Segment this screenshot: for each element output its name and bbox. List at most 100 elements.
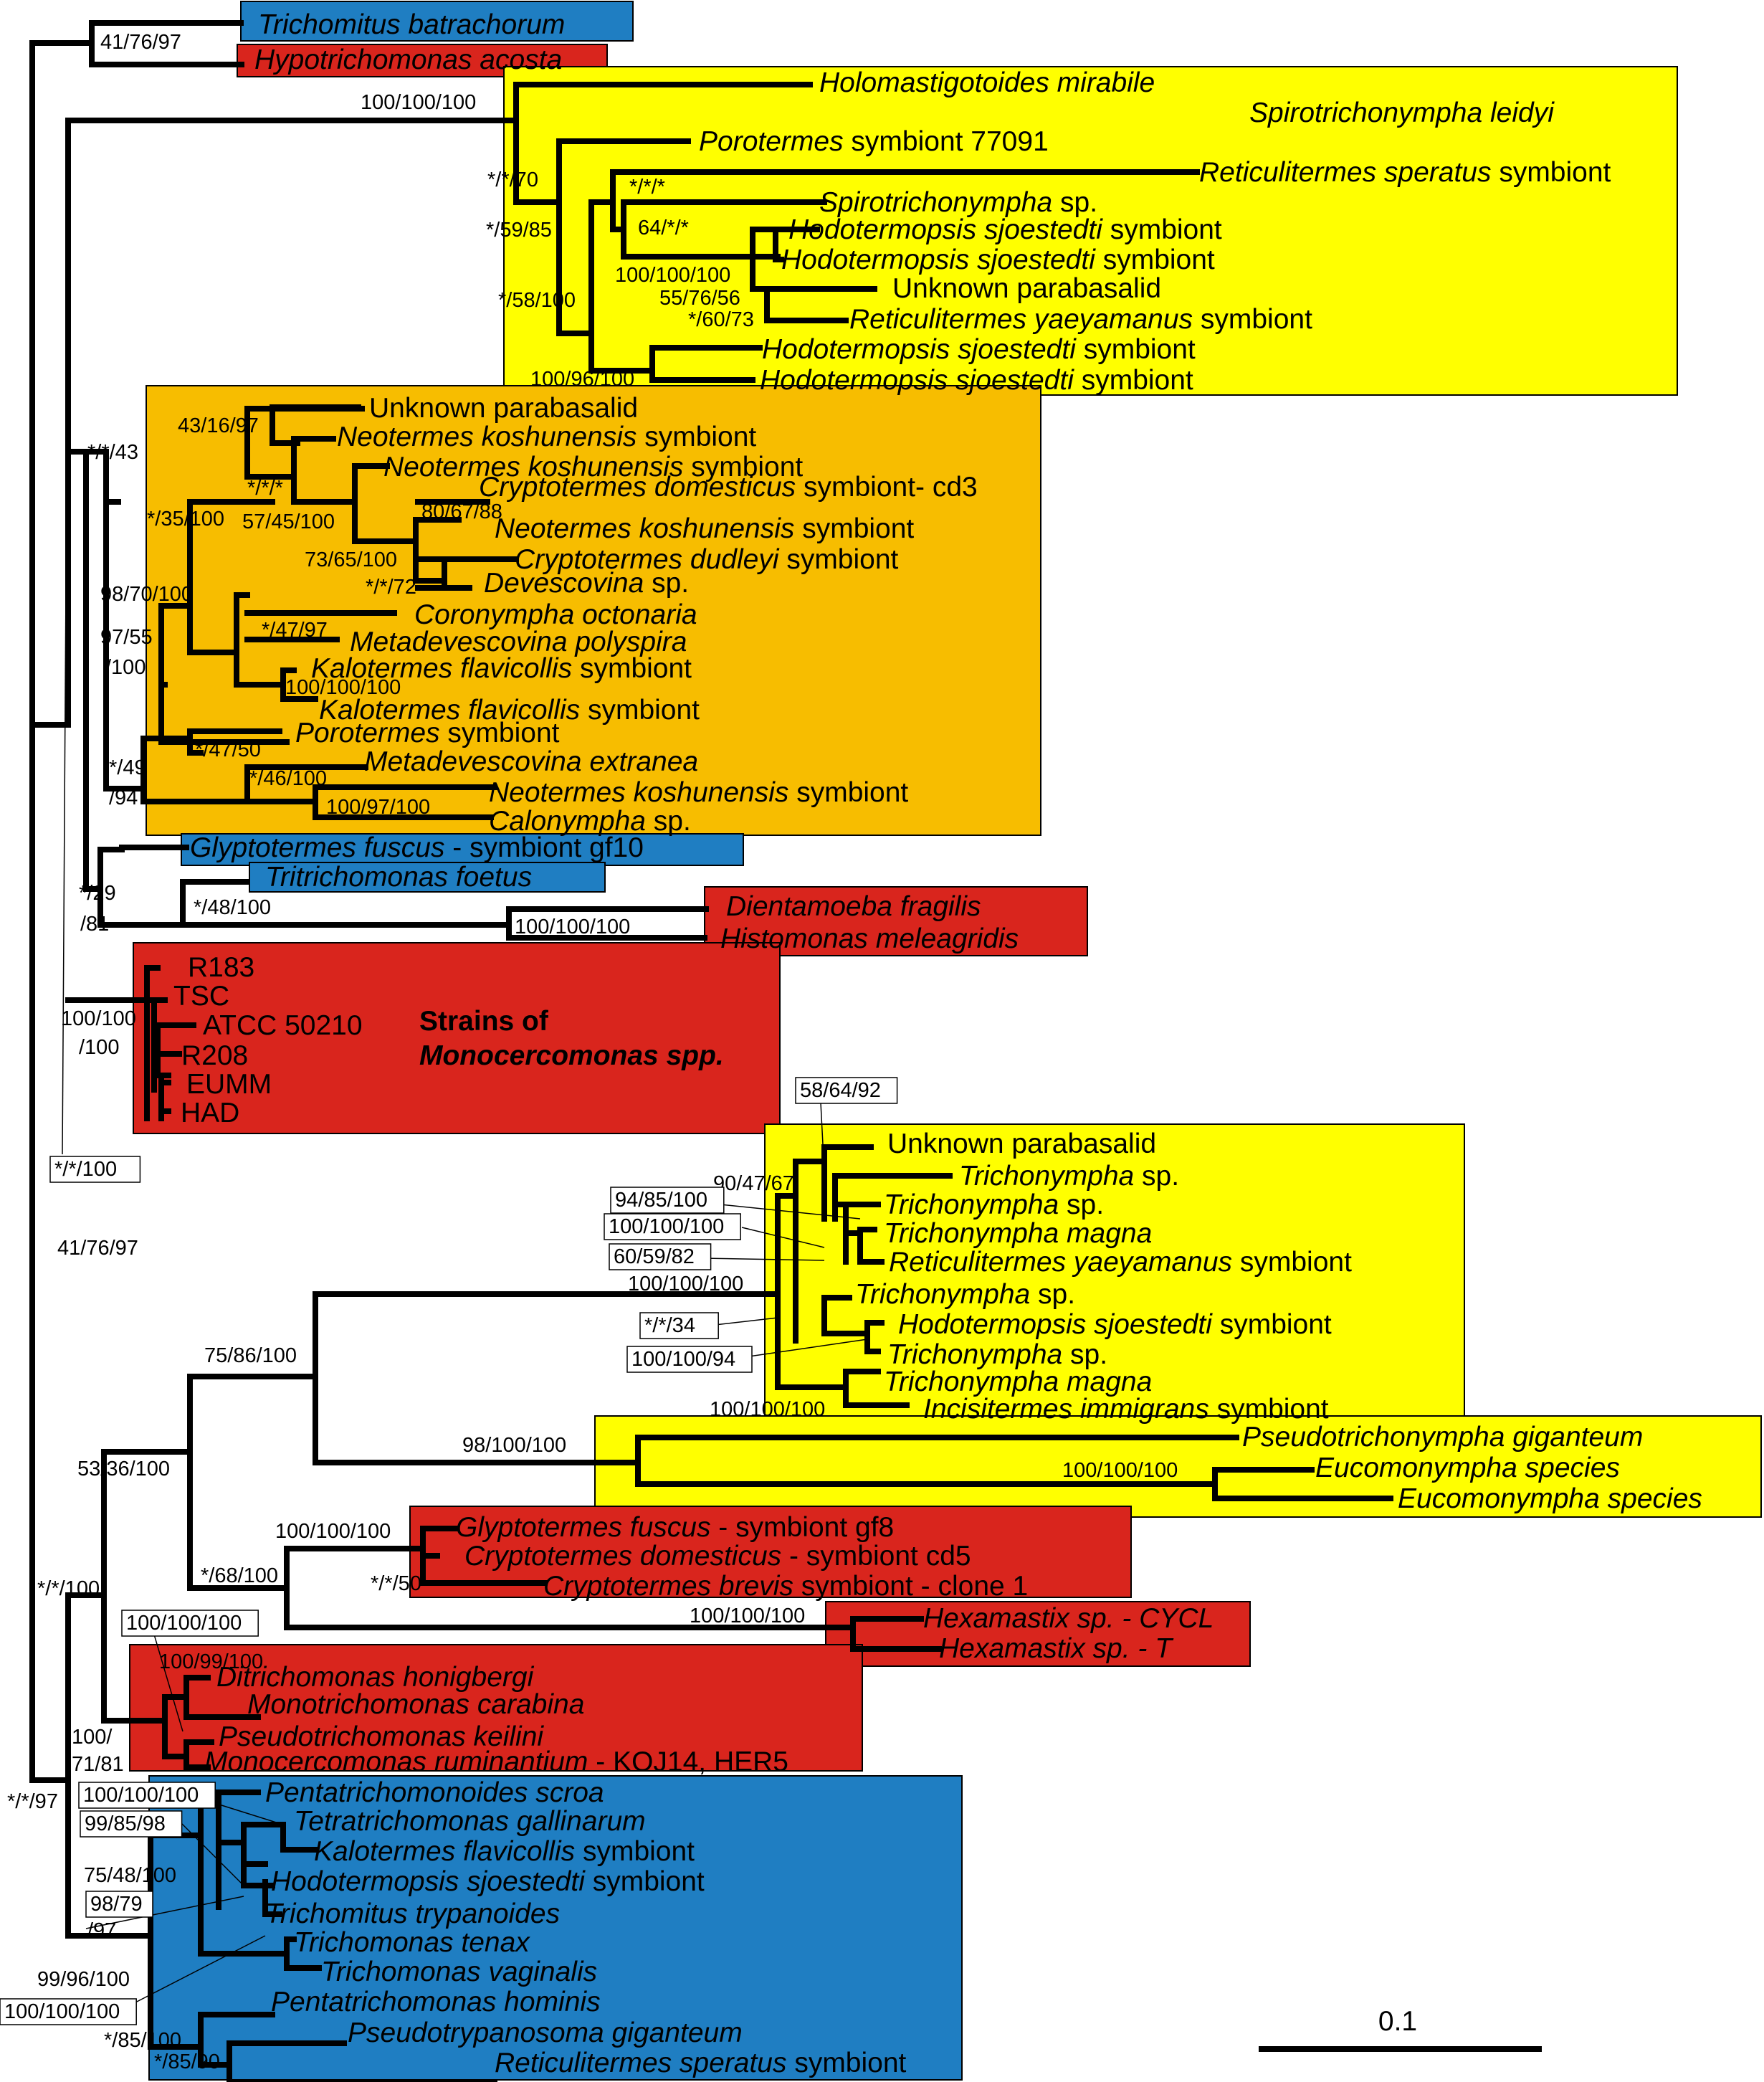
support-text: /94 [109, 786, 138, 809]
support-text: */35/100 [147, 508, 224, 531]
taxon-label-t34: TSC [173, 981, 229, 1012]
clade-box-spirotrichonympha [503, 66, 1678, 396]
taxon-segment: Unknown parabasalid [892, 273, 1161, 304]
taxon-segment: Calonympha [489, 806, 646, 837]
scale-bar-label: 0.1 [1378, 2006, 1417, 2037]
taxon-segment: symbiont - clone 1 [793, 1571, 1028, 1602]
taxon-segment: Reticulitermes yaeyamanus [889, 1247, 1232, 1278]
taxon-segment: symbiont [788, 777, 908, 808]
taxon-segment: Kalotermes flavicollis [314, 1836, 575, 1867]
taxon-label-t36: R208 [181, 1040, 248, 1071]
support-label-s39: 90/47/67 [713, 1172, 794, 1195]
taxon-segment: Hypotrichomonas acosta [254, 44, 562, 75]
taxon-segment: Pseudotrichonympha giganteum [1242, 1422, 1643, 1453]
support-text: 100/100/100 [4, 2000, 120, 2023]
taxon-label-t46: Trichonympha sp. [887, 1339, 1107, 1370]
taxon-segment: Pentatrichomonoides scroa [265, 1777, 604, 1808]
taxon-segment: Neotermes koshunensis [489, 777, 788, 808]
support-box [639, 1312, 719, 1339]
support-text: 41/76/97 [100, 31, 181, 54]
support-label-s59: 71/81 [72, 1753, 124, 1776]
taxon-segment: symbiont [1193, 304, 1312, 335]
support-text: 100/ [72, 1726, 113, 1749]
support-box [121, 1610, 259, 1637]
support-text: */*/* [629, 176, 665, 199]
taxon-label-t52: Glyptotermes fuscus - symbiont gf8 [456, 1512, 894, 1543]
support-label-s14: */*/* [247, 477, 283, 500]
taxon-segment: symbiont [1074, 365, 1193, 396]
taxon-label-t64: Hodotermopsis sjoestedti symbiont [271, 1866, 705, 1897]
support-label-s04: */59/85 [486, 219, 552, 242]
support-box [85, 1891, 153, 1918]
strains-label-line2: Monocercomonas spp. [419, 1040, 724, 1071]
support-text: */49 [109, 756, 146, 779]
taxon-label-t49: Pseudotrichonympha giganteum [1242, 1422, 1643, 1453]
taxon-segment: Trichonympha magna [884, 1366, 1152, 1397]
taxon-segment: symbiont [440, 718, 560, 748]
support-label-s29: /94 [109, 786, 138, 809]
taxon-label-t21: Coronympha octonaria [414, 599, 697, 630]
support-text: */*/50 [371, 1572, 421, 1595]
support-box [80, 1810, 183, 1838]
support-text: 100/100/100 [361, 91, 476, 114]
taxon-label-t66: Trichomonas tenax [294, 1927, 530, 1958]
taxon-segment: symbiont [572, 653, 692, 684]
taxon-segment: Pentatrichomonas hominis [271, 1987, 601, 2017]
support-label-s23: */47/97 [262, 619, 328, 642]
support-label-s13: 43/16/97 [178, 414, 259, 437]
support-text: 100/100 [61, 1007, 136, 1030]
taxon-label-t13: Hodotermopsis sjoestedti symbiont [760, 365, 1193, 396]
support-text: 55/76/56 [659, 287, 740, 310]
taxon-label-t42: Trichonympha magna [884, 1218, 1152, 1249]
taxon-label-t54: Cryptotermes brevis symbiont - clone 1 [543, 1571, 1028, 1602]
support-label-s65: /97 [87, 1919, 116, 1942]
support-box [49, 1156, 141, 1183]
taxon-segment: R208 [181, 1040, 248, 1071]
taxon-label-t29: Glyptotermes fuscus - symbiont gf10 [190, 832, 644, 863]
taxon-segment: symbiont [786, 2048, 906, 2078]
taxon-segment: Tritrichomonas foetus [265, 862, 532, 893]
taxon-segment: symbiont [1209, 1394, 1329, 1425]
taxon-segment: symbiont [637, 422, 756, 452]
taxon-segment: symbiont 77091 [844, 126, 1049, 157]
taxon-segment: Trichonympha magna [884, 1218, 1152, 1249]
support-label-s31: /81 [80, 913, 109, 936]
support-text: 100/100/100 [609, 1215, 724, 1238]
support-label-s60: */*/97 [7, 1790, 58, 1813]
taxon-label-t63: Kalotermes flavicollis symbiont [314, 1836, 695, 1867]
taxon-segment: Hexamastix sp. - CYCL [923, 1603, 1214, 1634]
support-text: */85/90 [154, 2050, 220, 2073]
taxon-segment: TSC [173, 981, 229, 1012]
support-box [604, 1213, 741, 1240]
support-label-s28: */49 [109, 756, 146, 779]
taxon-label-t55: Hexamastix sp. - CYCL [923, 1603, 1214, 1634]
support-label-s24: 100/100/100 [285, 676, 401, 699]
taxon-segment: sp. [644, 568, 689, 599]
taxon-label-t27: Neotermes koshunensis symbiont [489, 777, 908, 808]
support-box [78, 1782, 216, 1809]
support-label-s27: 100/97/100 [326, 796, 430, 819]
support-label-s08: 55/76/56 [659, 287, 740, 310]
support-label-s43: 100/100/100 [628, 1273, 743, 1296]
taxon-segment: Cryptotermes dudleyi [515, 544, 780, 575]
taxon-segment: Monotrichomonas carabina [247, 1689, 584, 1720]
taxon-label-t67: Trichomonas vaginalis [321, 1957, 597, 1987]
support-label-s67: 100/100/100 [0, 1998, 137, 2025]
support-label-s21: 97/55 [100, 626, 153, 649]
taxon-segment: Cryptotermes brevis [543, 1571, 793, 1602]
support-text: */46/100 [249, 767, 327, 790]
support-label-s32: */48/100 [194, 896, 271, 919]
taxon-label-t26: Metadevescovina extranea [364, 746, 698, 777]
support-label-s37: 41/76/97 [57, 1237, 138, 1260]
taxon-segment: sp. [1062, 1339, 1107, 1370]
support-label-s26: */46/100 [249, 767, 327, 790]
support-label-s50: 53/36/100 [77, 1458, 170, 1480]
taxon-label-t37: EUMM [186, 1069, 272, 1100]
support-label-s34: 100/100 [61, 1007, 136, 1030]
taxon-segment: Metadevescovina polyspira [350, 627, 687, 657]
support-text: 80/67/88 [421, 500, 502, 523]
support-label-s38: 58/64/92 [795, 1077, 898, 1104]
support-text: */48/100 [194, 896, 271, 919]
taxon-segment: Eucomonympha species [1315, 1453, 1620, 1483]
